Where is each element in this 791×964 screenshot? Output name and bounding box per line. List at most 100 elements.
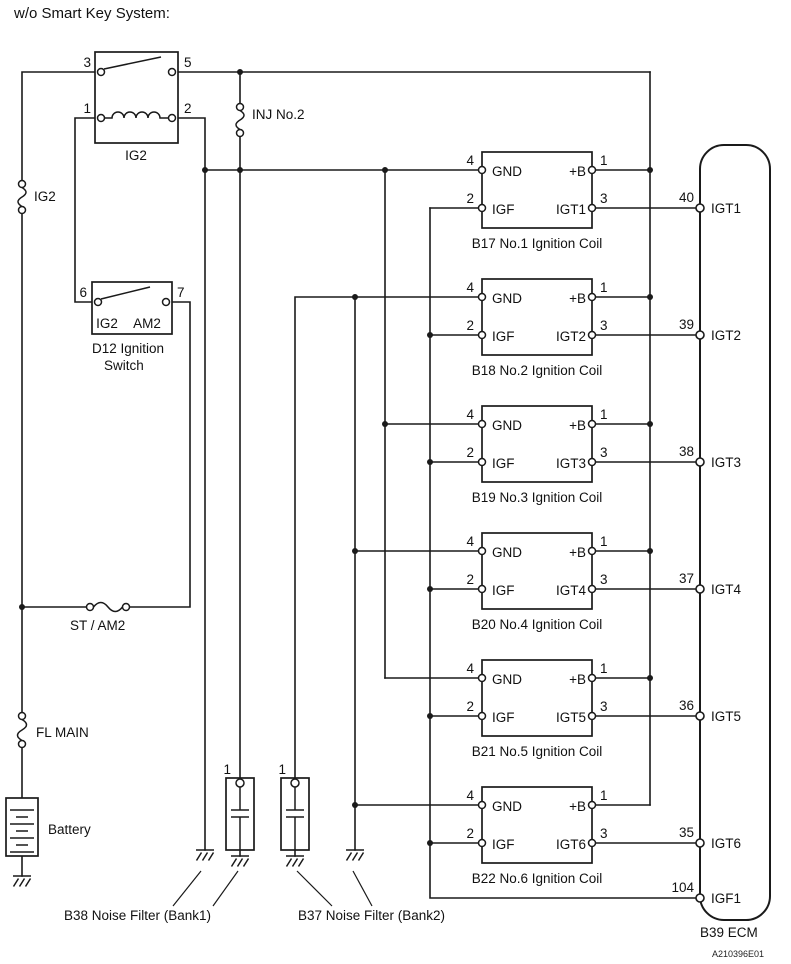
coil3-terminal-1: 1 — [600, 407, 608, 422]
coil4-gnd-label: GND — [492, 545, 522, 560]
coil4-igt-label: IGT4 — [556, 583, 586, 598]
filter-b37-caption: B37 Noise Filter (Bank2) — [298, 908, 445, 923]
coil6-gnd-label: GND — [492, 799, 522, 814]
ground-filter-b38 — [230, 855, 250, 868]
ecm-b39: 40 IGT1 39 IGT2 38 IGT3 37 IGT4 36 IGT5 … — [671, 144, 771, 940]
coil5-terminal-1: 1 — [600, 661, 608, 676]
filter-b38-caption: B38 Noise Filter (Bank1) — [64, 908, 211, 923]
coil6-b-label: +B — [569, 799, 586, 814]
coil6-igf-label: IGF — [492, 837, 515, 852]
coil3-terminal-3: 3 — [600, 445, 608, 460]
coil4-caption: B20 No.4 Ignition Coil — [472, 617, 603, 632]
coil1-terminal-4: 4 — [466, 153, 474, 168]
coil6-terminal-2: 2 — [466, 826, 474, 841]
coil4-terminal-3: 3 — [600, 572, 608, 587]
ecm-pin-igt6-label: IGT6 — [711, 836, 741, 851]
coil4-b-label: +B — [569, 545, 586, 560]
coil2-terminal-2: 2 — [466, 318, 474, 333]
coil5-igt-label: IGT5 — [556, 710, 586, 725]
coil3-igf-label: IGF — [492, 456, 515, 471]
ground-filter-b37 — [285, 855, 305, 868]
coil2-caption: B18 No.2 Ignition Coil — [472, 363, 603, 378]
filter-b37-terminal-1: 1 — [278, 762, 286, 777]
ecm-pin-36: 36 — [679, 698, 694, 713]
switch-caption-line2: Switch — [104, 358, 144, 373]
ignition-coil-b22: 4 1 2 3 GND +B IGF IGT6 B22 No.6 Ignitio… — [466, 786, 608, 886]
relay-caption: IG2 — [125, 148, 147, 163]
coil1-terminal-2: 2 — [466, 191, 474, 206]
ignition-coil-b17: 4 1 2 3 GND +B IGF IGT1 B17 No.1 Ignitio… — [466, 151, 608, 251]
fuse-ig2-label: IG2 — [34, 189, 56, 204]
noise-filter-b38: 1 — [223, 762, 255, 851]
coil4-terminal-4: 4 — [466, 534, 474, 549]
coil3-terminal-2: 2 — [466, 445, 474, 460]
coil2-b-label: +B — [569, 291, 586, 306]
coil1-igt-label: IGT1 — [556, 202, 586, 217]
ignition-coil-b18: 4 1 2 3 GND +B IGF IGT2 B18 No.2 Ignitio… — [466, 278, 608, 378]
filter-b38-terminal-1: 1 — [223, 762, 231, 777]
ignition-coil-b19: 4 1 2 3 GND +B IGF IGT3 B19 No.3 Ignitio… — [466, 405, 608, 505]
coil4-igf-label: IGF — [492, 583, 515, 598]
coil4-terminal-1: 1 — [600, 534, 608, 549]
battery-label: Battery — [48, 822, 91, 837]
ig2-relay: 3 5 1 2 IG2 — [83, 51, 192, 163]
ecm-pin-igt1-label: IGT1 — [711, 201, 741, 216]
fusible-link-fl-main: FL MAIN — [16, 711, 89, 749]
wiring — [21, 71, 697, 899]
switch-terminal-7: 7 — [177, 285, 185, 300]
switch-contact-am2: AM2 — [133, 316, 161, 331]
noise-filter-b37: 1 — [278, 762, 310, 851]
ecm-pin-igt4-label: IGT4 — [711, 582, 741, 597]
switch-contact-ig2: IG2 — [96, 316, 118, 331]
coil1-gnd-label: GND — [492, 164, 522, 179]
coil2-terminal-4: 4 — [466, 280, 474, 295]
switch-caption-line1: D12 Ignition — [92, 341, 164, 356]
ground-symbols — [12, 849, 365, 888]
coil6-igt-label: IGT6 — [556, 837, 586, 852]
coil5-gnd-label: GND — [492, 672, 522, 687]
leader-lines — [172, 870, 373, 907]
coil3-gnd-label: GND — [492, 418, 522, 433]
ground-battery — [12, 875, 32, 888]
coil2-terminal-3: 3 — [600, 318, 608, 333]
ignition-coil-b21: 4 1 2 3 GND +B IGF IGT5 B21 No.5 Ignitio… — [466, 659, 608, 759]
ecm-pin-38: 38 — [679, 444, 694, 459]
figure-code: A210396E01 — [712, 949, 764, 959]
coil3-b-label: +B — [569, 418, 586, 433]
ecm-pin-39: 39 — [679, 317, 694, 332]
coil5-terminal-4: 4 — [466, 661, 474, 676]
coil5-igf-label: IGF — [492, 710, 515, 725]
coil1-igf-label: IGF — [492, 202, 515, 217]
ignition-coil-b20: 4 1 2 3 GND +B IGF IGT4 B20 No.4 Ignitio… — [466, 532, 608, 632]
coil5-terminal-3: 3 — [600, 699, 608, 714]
coil6-caption: B22 No.6 Ignition Coil — [472, 871, 603, 886]
ground-bank1 — [195, 849, 215, 862]
ecm-pin-40: 40 — [679, 190, 694, 205]
coil3-igt-label: IGT3 — [556, 456, 586, 471]
relay-terminal-1: 1 — [83, 101, 91, 116]
coil2-igt-label: IGT2 — [556, 329, 586, 344]
relay-terminal-5: 5 — [184, 55, 192, 70]
coil6-terminal-3: 3 — [600, 826, 608, 841]
ecm-caption: B39 ECM — [700, 925, 758, 940]
ecm-pin-37: 37 — [679, 571, 694, 586]
coil4-terminal-2: 2 — [466, 572, 474, 587]
ecm-pin-104: 104 — [671, 880, 694, 895]
fuse-inj-no2-label: INJ No.2 — [252, 107, 305, 122]
coil1-caption: B17 No.1 Ignition Coil — [472, 236, 603, 251]
coil2-terminal-1: 1 — [600, 280, 608, 295]
coil5-terminal-2: 2 — [466, 699, 474, 714]
relay-terminal-2: 2 — [184, 101, 192, 116]
coil1-terminal-3: 3 — [600, 191, 608, 206]
ecm-pin-igf1-label: IGF1 — [711, 891, 741, 906]
switch-terminal-6: 6 — [79, 285, 87, 300]
ignition-switch-d12: 6 7 IG2 AM2 D12 Ignition Switch — [79, 281, 185, 373]
coil6-terminal-4: 4 — [466, 788, 474, 803]
coil2-gnd-label: GND — [492, 291, 522, 306]
coil5-b-label: +B — [569, 672, 586, 687]
fuse-inj-no2: INJ No.2 — [235, 102, 305, 138]
fl-main-label: FL MAIN — [36, 725, 89, 740]
coil1-terminal-1: 1 — [600, 153, 608, 168]
coil3-terminal-4: 4 — [466, 407, 474, 422]
